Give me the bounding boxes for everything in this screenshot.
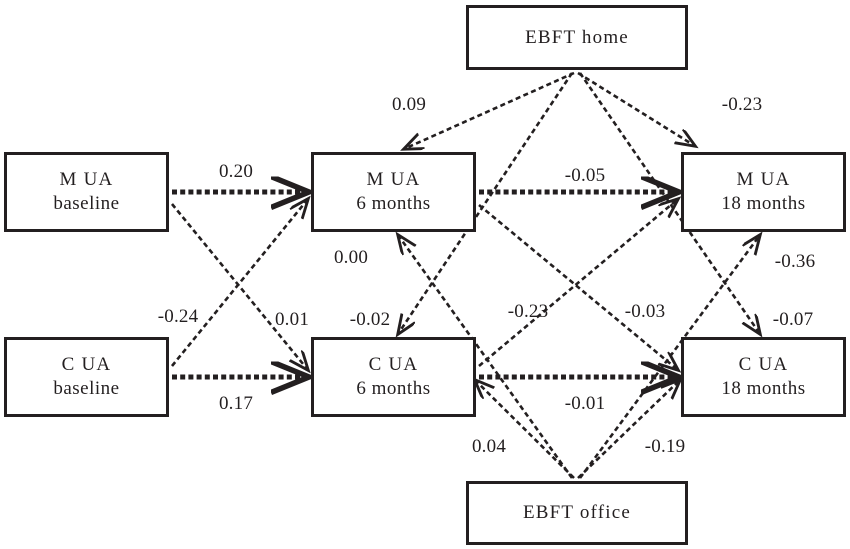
edge-coefficient-ebft_home-to-c_ua_18: -0.07 (772, 309, 814, 330)
node-label-primary: M UA (736, 169, 791, 191)
edge-coefficient-c_ua_base-to-m_ua_6: 0.01 (274, 309, 310, 330)
node-ebft_home: EBFT home (466, 5, 688, 70)
edge-coefficient-c_ua_6-to-m_ua_18: -0.03 (624, 301, 666, 322)
node-label-secondary: 18 months (721, 378, 806, 399)
edge-ebft_home-to-c_ua_18 (578, 72, 760, 334)
edge-m_ua_6-to-c_ua_18 (478, 203, 678, 370)
node-label-primary: EBFT office (522, 502, 631, 524)
edge-coefficient-ebft_office-to-c_ua_6: 0.04 (471, 436, 507, 457)
edge-coefficient-ebft_office-to-c_ua_18: -0.19 (644, 436, 686, 457)
edge-ebft_home-to-m_ua_18 (577, 71, 695, 146)
edge-ebft_office-to-m_ua_18 (578, 235, 760, 479)
node-label-primary: C UA (368, 354, 419, 376)
edge-coefficient-m_ua_base-to-m_ua_6: 0.20 (218, 161, 254, 182)
edge-coefficient-c_ua_6-to-c_ua_18: -0.01 (564, 393, 606, 414)
edge-ebft_home-to-m_ua_6 (404, 71, 575, 149)
node-label-primary: EBFT home (525, 26, 629, 48)
edge-coefficient-m_ua_base-to-c_ua_6: -0.24 (157, 306, 199, 327)
edge-coefficient-ebft_office-to-m_ua_6: 0.00 (333, 247, 369, 268)
edge-coefficient-ebft_office-to-m_ua_18: -0.36 (774, 251, 816, 272)
edge-coefficient-ebft_home-to-m_ua_18: -0.23 (721, 94, 763, 115)
node-label-secondary: baseline (53, 193, 120, 214)
edge-coefficient-ebft_home-to-m_ua_6: 0.09 (391, 94, 427, 115)
node-label-secondary: 6 months (356, 193, 431, 214)
edge-c_ua_6-to-m_ua_18 (478, 199, 678, 367)
edge-ebft_office-to-c_ua_18 (577, 380, 680, 479)
node-label-secondary: 6 months (356, 378, 431, 399)
edge-coefficient-m_ua_6-to-m_ua_18: -0.05 (564, 165, 606, 186)
node-label-primary: M UA (59, 169, 114, 191)
edge-ebft_office-to-c_ua_6 (475, 380, 575, 479)
edge-coefficient-c_ua_base-to-c_ua_6: 0.17 (218, 393, 254, 414)
edge-coefficient-m_ua_6-to-c_ua_18: -0.23 (507, 301, 549, 322)
node-label-primary: M UA (366, 169, 421, 191)
node-label-secondary: baseline (53, 378, 120, 399)
edge-m_ua_base-to-c_ua_6 (170, 203, 308, 370)
node-ebft_office: EBFT office (466, 481, 688, 545)
edge-coefficient-ebft_home-to-c_ua_6: -0.02 (349, 309, 391, 330)
edge-ebft_home-to-c_ua_6 (398, 72, 574, 334)
node-label-primary: C UA (738, 354, 789, 376)
edge-c_ua_base-to-m_ua_6 (170, 199, 308, 367)
node-label-primary: C UA (61, 354, 112, 376)
node-label-secondary: 18 months (721, 193, 806, 214)
